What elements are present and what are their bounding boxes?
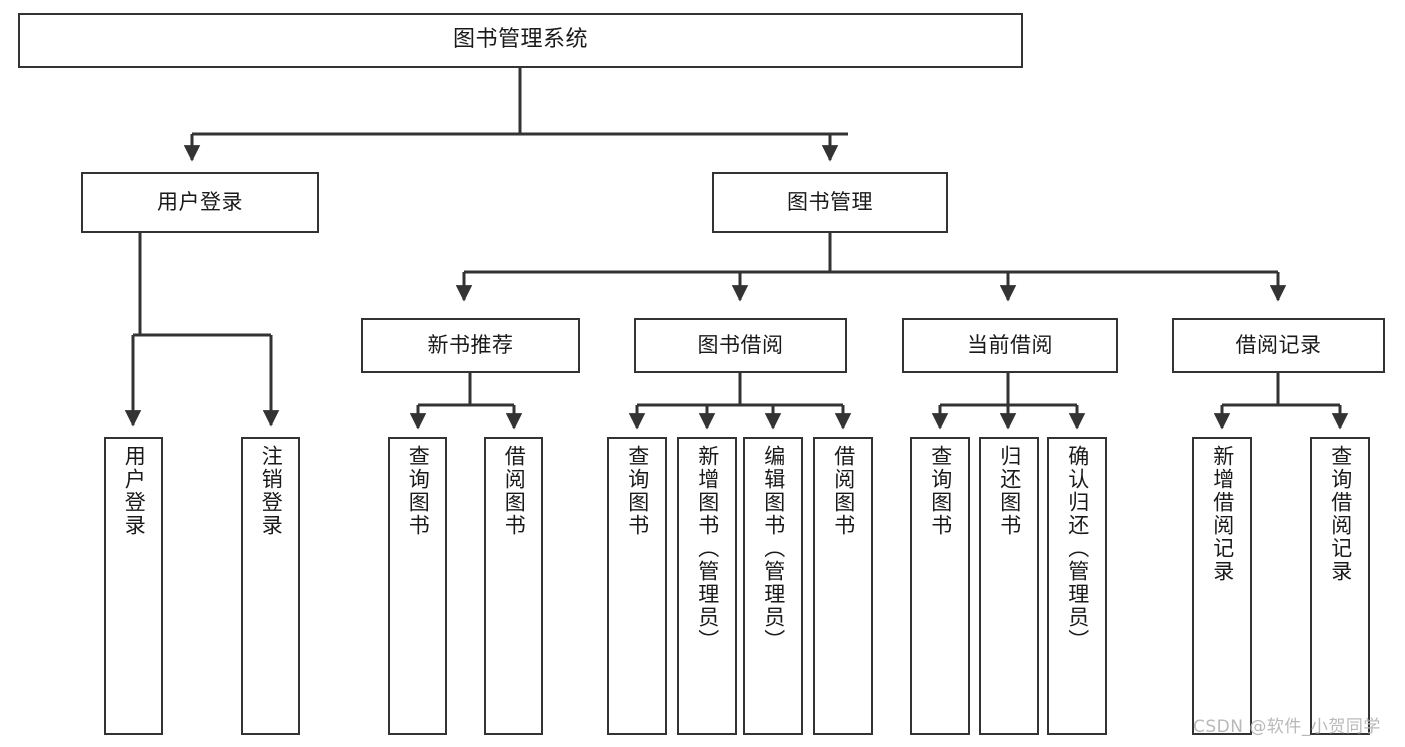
node-label: 图书借阅 <box>697 332 784 357</box>
leaf-query-book-recommend[interactable]: 查询图书 <box>388 437 447 735</box>
node-label: 用户登录 <box>122 445 147 537</box>
node-label: 图书管理 <box>787 189 873 214</box>
node-label: 新书推荐 <box>427 332 514 357</box>
node-label: 查询图书 <box>625 445 650 537</box>
leaf-query-borrow-record[interactable]: 查询借阅记录 <box>1310 437 1370 735</box>
leaf-confirm-return-admin[interactable]: 确认归还（管理员） <box>1047 437 1107 735</box>
node-user-login[interactable]: 用户登录 <box>81 172 319 233</box>
node-root-system[interactable]: 图书管理系统 <box>18 13 1023 68</box>
node-label: 新增借阅记录 <box>1210 445 1235 583</box>
leaf-add-borrow-record[interactable]: 新增借阅记录 <box>1192 437 1252 735</box>
leaf-return-book[interactable]: 归还图书 <box>979 437 1039 735</box>
node-current-borrow[interactable]: 当前借阅 <box>902 318 1118 373</box>
node-new-book-recommend[interactable]: 新书推荐 <box>361 318 580 373</box>
node-book-management[interactable]: 图书管理 <box>712 172 948 233</box>
node-label: 查询借阅记录 <box>1328 445 1353 583</box>
node-label: 图书管理系统 <box>452 27 588 53</box>
node-label: 确认归还（管理员） <box>1065 445 1090 652</box>
leaf-query-book-current[interactable]: 查询图书 <box>910 437 970 735</box>
node-label: 查询图书 <box>406 445 431 537</box>
node-label: 借阅记录 <box>1235 332 1322 357</box>
leaf-query-book-borrow[interactable]: 查询图书 <box>607 437 667 735</box>
node-label: 借阅图书 <box>831 445 856 537</box>
node-label: 当前借阅 <box>967 332 1053 357</box>
node-label: 新增图书（管理员） <box>695 445 720 652</box>
node-label: 编辑图书（管理员） <box>761 445 786 652</box>
leaf-add-book-admin[interactable]: 新增图书（管理员） <box>677 437 737 735</box>
csdn-watermark: CSDN @软件_小贺同学 <box>1193 717 1381 737</box>
leaf-borrow-book[interactable]: 借阅图书 <box>813 437 873 735</box>
leaf-borrow-book-recommend[interactable]: 借阅图书 <box>484 437 543 735</box>
leaf-user-login[interactable]: 用户登录 <box>104 437 163 735</box>
node-label: 借阅图书 <box>502 445 527 537</box>
leaf-edit-book-admin[interactable]: 编辑图书（管理员） <box>743 437 803 735</box>
node-label: 查询图书 <box>928 445 953 537</box>
node-book-borrow[interactable]: 图书借阅 <box>634 318 847 373</box>
leaf-logout[interactable]: 注销登录 <box>241 437 300 735</box>
node-label: 归还图书 <box>997 445 1022 537</box>
node-borrow-record[interactable]: 借阅记录 <box>1172 318 1385 373</box>
node-label: 用户登录 <box>157 189 243 214</box>
node-label: 注销登录 <box>259 445 284 537</box>
